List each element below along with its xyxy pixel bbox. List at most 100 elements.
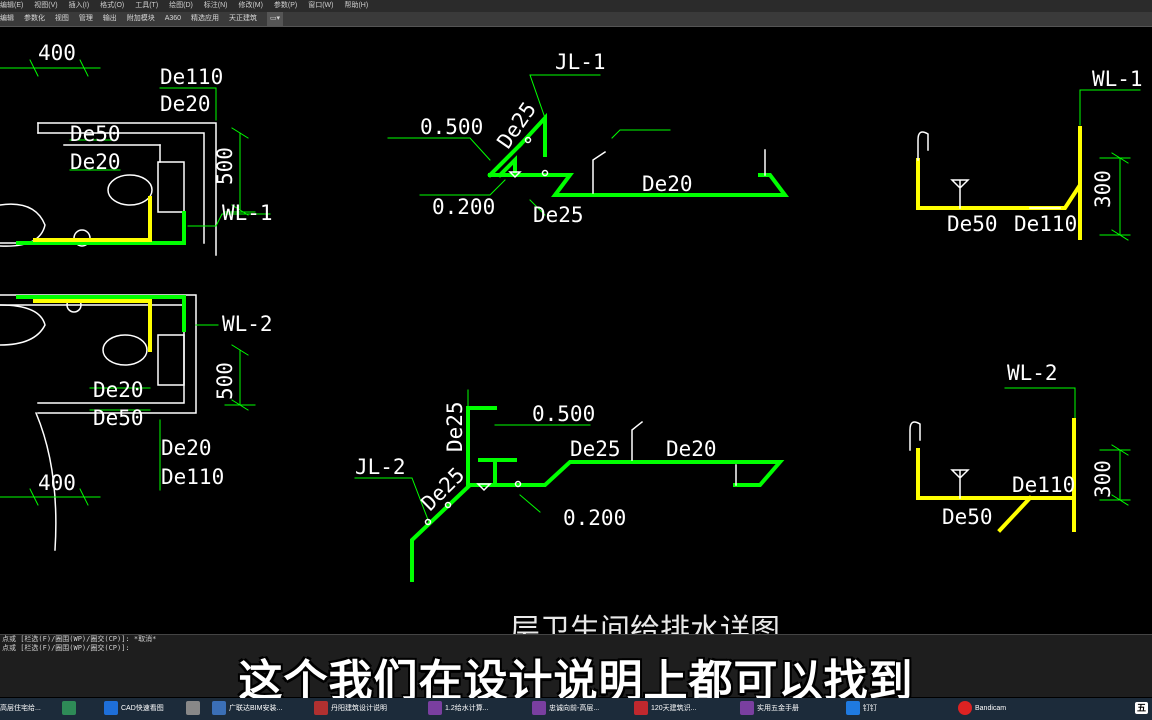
label-de110-wl2: De110 — [1012, 473, 1075, 497]
menu-edit[interactable]: 编辑(E) — [0, 2, 24, 9]
tab-addins[interactable]: 附加模块 — [126, 15, 155, 22]
jl1-pipe — [487, 112, 789, 197]
dim-500-top: 500 — [213, 147, 237, 185]
dingtalk-icon — [846, 701, 860, 716]
taskbar-item-4[interactable] — [186, 700, 208, 718]
plan-wl1-dim-lines — [0, 59, 271, 227]
tab-parametric[interactable]: 参数化 — [23, 15, 45, 22]
ribbon-tabs: 编辑 参数化 视图 管理 输出 附加模块 A360 精选应用 天正建筑 ▭▾ — [0, 12, 1152, 27]
menu-format[interactable]: 格式(O) — [100, 2, 125, 9]
label-de25-jl1: De25 — [533, 203, 584, 227]
label-de20-lower: De20 — [161, 436, 212, 460]
taskbar-item-bandicam[interactable]: Bandicam — [958, 700, 1038, 718]
tab-manage[interactable]: 管理 — [78, 15, 93, 22]
label-de110-wl1: De110 — [1014, 212, 1077, 236]
app-icon — [740, 701, 754, 716]
cad-app-icon — [104, 701, 118, 716]
tab-featured-apps[interactable]: 精选应用 — [191, 15, 220, 22]
ime-indicator[interactable]: 五 — [1134, 702, 1148, 715]
app-icon — [62, 701, 76, 716]
app-icon — [532, 701, 546, 716]
label-de50-top: De50 — [70, 122, 121, 146]
label-de50-wl2: De50 — [942, 505, 993, 529]
menu-dimension[interactable]: 标注(N) — [203, 2, 228, 9]
record-icon — [958, 701, 972, 716]
wl1-fixtures — [917, 131, 1061, 209]
menu-bar: 编辑(E) 视图(V) 插入(I) 格式(O) 工具(T) 绘图(D) 标注(N… — [0, 0, 1152, 12]
dim-400-top: 400 — [38, 41, 76, 65]
menu-tools[interactable]: 工具(T) — [135, 2, 159, 9]
taskbar-item-1[interactable]: 高层住宅给... — [0, 705, 41, 712]
label-wl2-axo: WL-2 — [1007, 361, 1058, 385]
taskbar-item-project[interactable]: 忠诚向前-高层... — [532, 700, 630, 718]
jl2-fixtures — [424, 420, 737, 526]
menu-draw[interactable]: 绘图(D) — [169, 2, 193, 9]
app-icon — [212, 701, 226, 716]
label-de25-jl2-vert: De25 — [443, 401, 467, 452]
tab-edit[interactable]: 编辑 — [0, 15, 14, 22]
label-wl1-axo: WL-1 — [1092, 67, 1143, 91]
label-de110-lower: De110 — [161, 465, 224, 489]
taskbar-item-design-doc[interactable]: 丹阳建筑设计说明 — [314, 700, 424, 718]
wl2-fixtures — [909, 421, 970, 499]
system-tray: 五 — [1134, 700, 1148, 718]
label-de25-jl2: De25 — [570, 437, 621, 461]
plan-wl1-pipes — [16, 196, 186, 245]
label-de50-wl1: De50 — [947, 212, 998, 236]
label-de20-bottom: De20 — [93, 378, 144, 402]
label-de50-bottom: De50 — [93, 406, 144, 430]
command-history-line-1: 点或 [栏选(F)/圈围(WP)/圈交(CP)]: *取消* — [2, 635, 157, 643]
taskbar-item-cad-viewer[interactable]: CAD快速看图 — [104, 700, 182, 718]
menu-insert[interactable]: 插入(I) — [68, 2, 90, 9]
cad-drawing-canvas[interactable]: 400 De110 De20 De50 De20 500 WL-1 WL-2 5… — [0, 27, 1152, 634]
label-de20-jl2: De20 — [666, 437, 717, 461]
taskbar-item-course[interactable]: 120天建筑识... — [634, 700, 734, 718]
label-de20-jl1: De20 — [642, 172, 693, 196]
plan-wl2-dim-lines — [0, 324, 256, 506]
command-window[interactable]: 点或 [栏选(F)/圈围(WP)/圈交(CP)]: *取消* 点或 [栏选(F)… — [0, 634, 1152, 697]
taskbar-item-hardware-manual[interactable]: 实用五金手册 — [740, 700, 840, 718]
label-jl1: JL-1 — [555, 50, 606, 74]
wl1-guides — [1079, 89, 1141, 241]
tab-tangent[interactable]: 天正建筑 — [228, 15, 257, 22]
tab-a360[interactable]: A360 — [164, 15, 182, 22]
jl1-fixtures — [508, 136, 766, 194]
label-jl2: JL-2 — [355, 455, 406, 479]
label-de25-jl1-diag: De25 — [492, 98, 541, 153]
command-history-line-2: 点或 [栏选(F)/圈围(WP)/圈交(CP)]: — [2, 644, 130, 652]
drawing-title: 层卫生间给排水详图 — [510, 613, 780, 634]
label-de25-jl2-diag: De25 — [417, 463, 470, 516]
tab-output[interactable]: 输出 — [102, 15, 117, 22]
menu-help[interactable]: 帮助(H) — [344, 2, 369, 9]
wl2-guides — [1004, 387, 1131, 506]
label-de20-mid: De20 — [70, 150, 121, 174]
label-wl1-plan: WL-1 — [222, 201, 273, 225]
plan-wl2-pipes — [16, 295, 186, 352]
elev-0500-jl2: 0.500 — [532, 402, 595, 426]
app-icon — [186, 701, 200, 716]
menu-parameter[interactable]: 参数(P) — [273, 2, 298, 9]
menu-modify[interactable]: 修改(M) — [238, 2, 263, 9]
wl2-pipe — [916, 418, 1076, 533]
plan-wl1-walls — [0, 122, 217, 256]
elev-0200-jl2: 0.200 — [563, 506, 626, 530]
dim-300-wl2: 300 — [1091, 460, 1115, 498]
menu-view[interactable]: 视图(V) — [34, 2, 58, 9]
dim-500-bottom: 500 — [213, 362, 237, 400]
elev-0200-jl1: 0.200 — [432, 195, 495, 219]
taskbar-item-dingtalk[interactable]: 钉钉 — [846, 700, 906, 718]
tab-view[interactable]: 视图 — [54, 15, 69, 22]
label-de110-top: De110 — [160, 65, 223, 89]
taskbar-item-2[interactable] — [62, 700, 92, 718]
taskbar-item-glodon[interactable]: 广联达BIM安装... — [212, 700, 308, 718]
menu-window[interactable]: 窗口(W) — [308, 2, 334, 9]
autocad-icon — [634, 701, 648, 716]
pdf-icon — [314, 701, 328, 716]
label-de20-top: De20 — [160, 92, 211, 116]
dim-400-bottom: 400 — [38, 471, 76, 495]
label-wl2-plan: WL-2 — [222, 312, 273, 336]
jl2-pipe — [410, 406, 785, 582]
ribbon-toggle-icon[interactable]: ▭▾ — [266, 12, 284, 26]
taskbar-item-calc[interactable]: 1.2给水计算... — [428, 700, 528, 718]
jl1-guides — [387, 74, 671, 216]
